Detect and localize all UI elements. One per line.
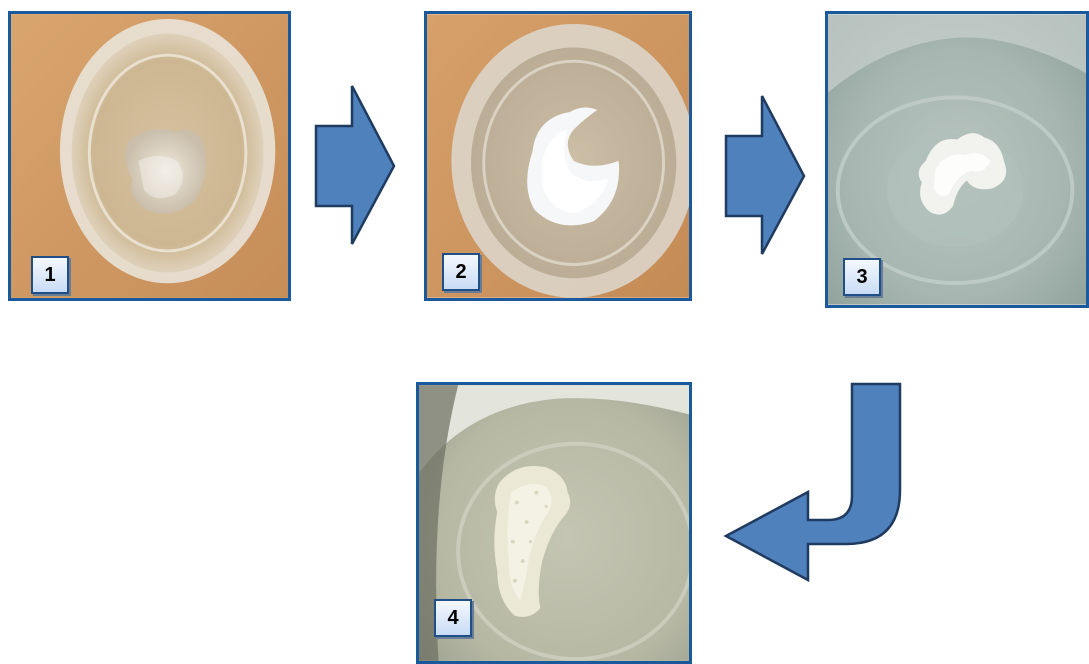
arrow-step-1-to-2 [310, 80, 400, 250]
step-4-photo: 4 [416, 382, 692, 664]
arrow-step-2-to-3 [720, 90, 810, 260]
step-2-photo: 2 [424, 11, 692, 301]
step-3-number-badge: 3 [843, 258, 881, 296]
right-arrow-shape [316, 86, 394, 244]
curved-down-left-arrow-shape [726, 384, 900, 580]
step-1-photo: 1 [8, 11, 291, 301]
step-2-number: 2 [455, 261, 466, 284]
step-3-photo: 3 [825, 11, 1089, 308]
step-4-number-badge: 4 [434, 599, 472, 637]
right-arrow-shape [726, 96, 804, 254]
arrow-step-3-to-4 [722, 380, 912, 586]
step-1-number-badge: 1 [31, 256, 69, 294]
step-3-number: 3 [856, 266, 867, 289]
step-4-number: 4 [447, 607, 458, 630]
step-2-number-badge: 2 [442, 253, 480, 291]
step-1-number: 1 [44, 264, 55, 287]
